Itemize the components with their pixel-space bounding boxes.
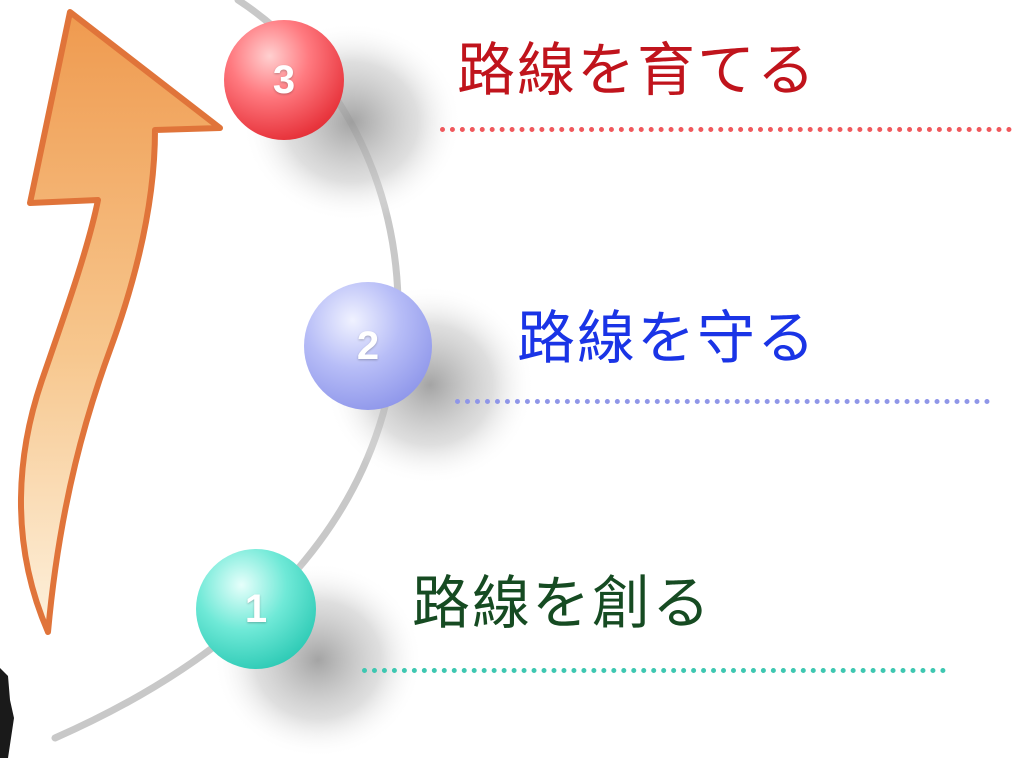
step-3-label: 路線を育てる bbox=[457, 36, 818, 104]
step-1-label: 路線を創る bbox=[412, 569, 713, 637]
step-1-number: 1 bbox=[244, 586, 268, 631]
step-3-number: 3 bbox=[272, 57, 296, 102]
step-3-badge: 3 bbox=[224, 20, 344, 140]
corner-figure-icon bbox=[0, 668, 14, 758]
step-3-dotted-rule bbox=[440, 127, 1012, 132]
step-2-label: 路線を守る bbox=[517, 304, 818, 372]
step-2-dotted-rule bbox=[455, 399, 990, 404]
step-1-badge: 1 bbox=[196, 549, 316, 669]
upward-curved-arrow-icon bbox=[17, 9, 223, 635]
step-2-number: 2 bbox=[356, 323, 380, 368]
step-1-dotted-rule bbox=[362, 668, 946, 673]
step-2-badge: 2 bbox=[304, 282, 432, 410]
